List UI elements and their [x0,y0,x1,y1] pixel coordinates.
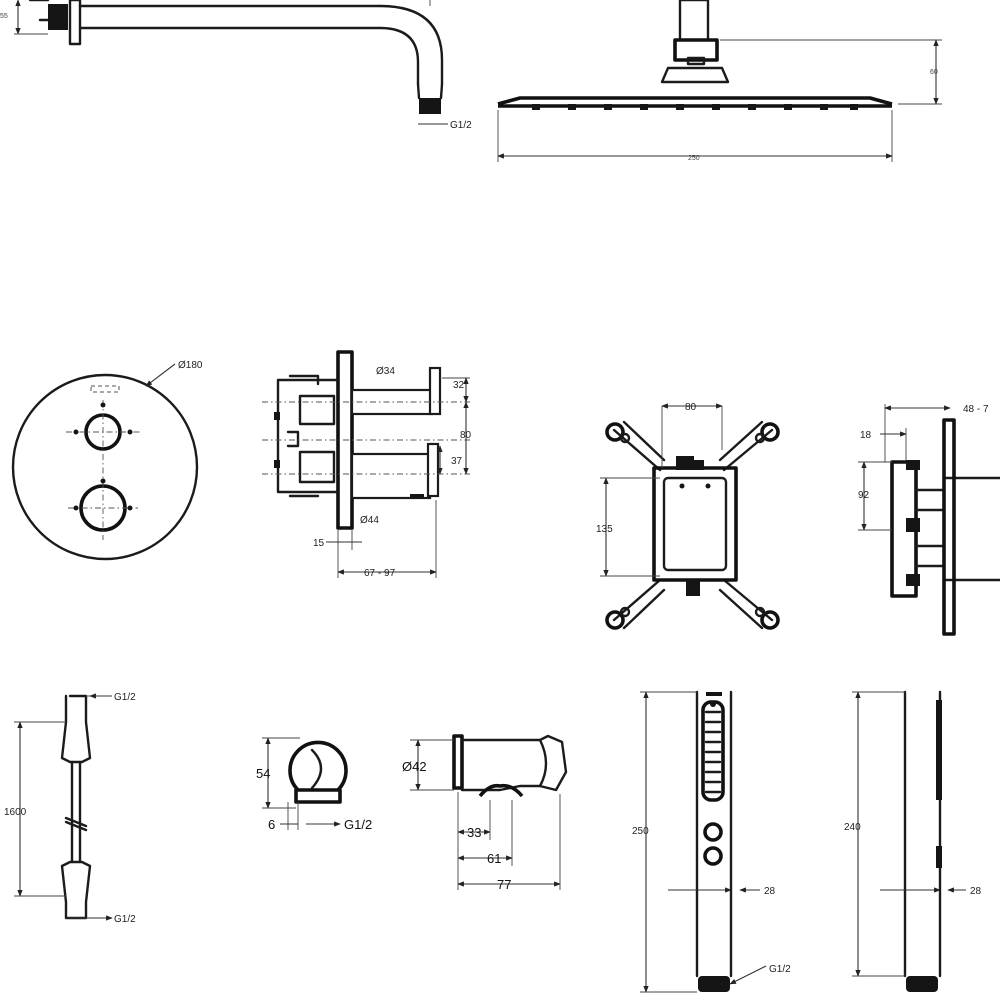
frame-mount-hole-br [760,610,780,630]
hose-length: 1600 [4,807,27,818]
holder-dim-a: 33 [467,825,481,840]
frame-arm-bottom-right [718,578,774,630]
holder-body [460,734,568,792]
outlet-offset: 6 [268,817,275,832]
outlet-nut [294,788,342,804]
holder-diameter: Ø42 [402,759,427,774]
hand-shower-thread: G1/2 [769,964,791,975]
hand-shower-side-width: 28 [970,886,982,897]
holder-dim-c: 77 [497,877,511,892]
hand-shower-side-drawing: 240 28 [844,690,982,992]
outlet-body [288,740,348,792]
frame-side-height: 92 [858,490,870,501]
hand-shower-front-drawing: 250 28 G1/2 [632,690,791,993]
plate-diameter-label: Ø180 [178,360,203,371]
frame-side-offset: 18 [860,430,872,441]
hose-bottom-cone [60,860,92,920]
frame-inner-box [662,476,728,572]
head-stem [678,0,710,42]
frame-mount-hole-tl [605,422,625,442]
head-plate-top [497,96,893,106]
frame-side-depth: 48 - 7 [963,404,989,415]
holder-wall-plate [452,734,464,790]
mixer-lower-diameter: Ø44 [360,515,379,526]
head-nozzles [532,104,858,110]
mixer-body-drawing: Ø34 Ø44 32 80 37 15 67 - 97 [262,350,472,579]
mixer-spacing: 80 [460,430,472,441]
arm-bend-inner [378,26,420,86]
outlet-height: 54 [256,766,270,781]
shower-hose-drawing: G1/2 1600 G1/2 [4,692,136,925]
mixer-upper-offset: 32 [453,380,465,391]
holder-cradle [478,783,524,798]
mixer-depth-range: 67 - 97 [364,568,396,579]
hand-shower-front-length: 250 [632,826,649,837]
hose-top-thread: G1/2 [114,692,136,703]
holder-dim-b: 61 [487,851,501,866]
shower-head-drawing: 60 250 [497,0,942,162]
head-swivel-joint [673,38,719,62]
shower-arm-drawing: 55 G1/2 [0,0,472,131]
arm-wall-dimension: 55 [0,13,8,20]
hose-bottom-thread: G1/2 [114,914,136,925]
frame-side-drawing: 48 - 7 18 92 [858,404,1000,636]
mixer-wall-offset: 15 [313,538,325,549]
mounting-frame-drawing: 80 135 [596,402,780,630]
head-connector [660,66,730,84]
plate-outline [11,373,199,561]
mixer-upper-diameter: Ø34 [376,366,395,377]
outlet-thread: G1/2 [344,817,372,832]
mixer-upper-spindle [350,388,434,416]
thermostat-plate-drawing: Ø180 [11,360,203,561]
holder-drawing: Ø42 33 61 77 [402,734,568,892]
hand-shower-side-length: 240 [844,822,861,833]
arm-wall-nut [48,4,68,30]
arm-wall-flange [68,0,82,46]
frame-mount-hole-tr [760,422,780,442]
arm-thread-label: G1/2 [450,120,472,131]
frame-outer-box [652,466,738,582]
hand-shower-front-width: 28 [764,886,776,897]
head-width-dimension: 250 [688,155,700,162]
hand-shower-side-spray-face [936,700,942,800]
mixer-lower-offset: 37 [451,456,463,467]
frame-side-wall-plate [942,418,956,636]
arm-thread-end [419,98,441,114]
frame-top-width: 80 [685,402,697,413]
frame-height: 135 [596,524,613,535]
frame-mount-hole-bl [605,610,625,630]
hand-shower-button-2 [703,846,723,866]
hose-top-cone [60,694,92,764]
wall-outlet-drawing: 54 6 G1/2 [256,737,372,832]
head-height-dimension: 60 [930,69,938,76]
arm-bend-outer [378,4,444,86]
hand-shower-thread-end [698,976,730,992]
hand-shower-button-1 [703,822,723,842]
mixer-lower-knob [426,442,440,498]
mixer-upper-knob [428,366,442,416]
mixer-lower-spindle [350,452,432,500]
